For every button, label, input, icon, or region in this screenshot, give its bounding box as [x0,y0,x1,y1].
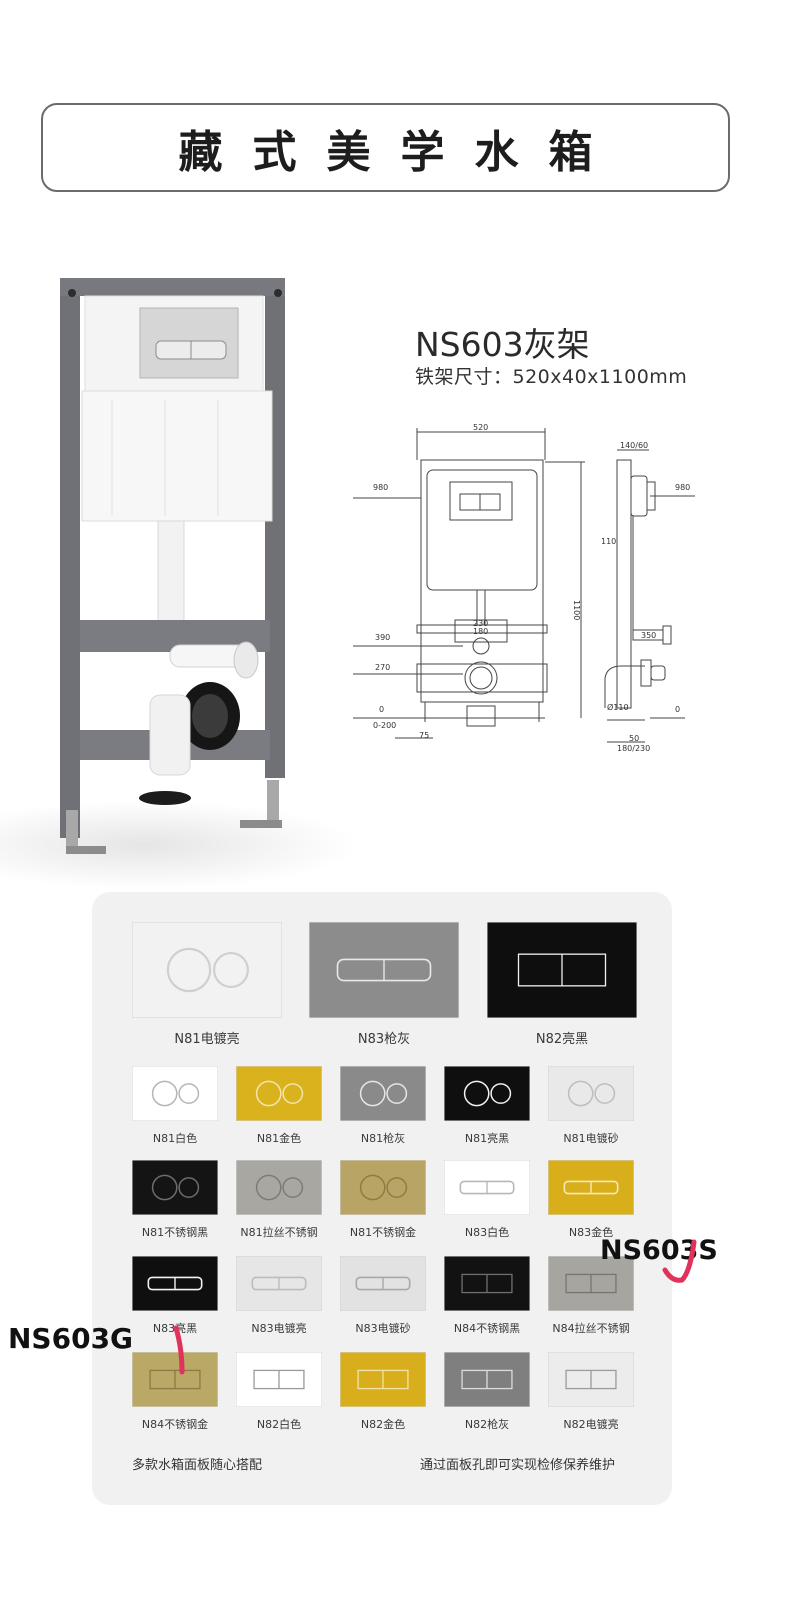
dim-width: 520 [473,423,488,432]
page-title: 藏式美学水箱 [178,126,623,178]
small-panel-swatch [339,1159,427,1216]
dim-height: 1100 [572,600,581,620]
large-panel-swatch [486,921,638,1019]
small-panel-label: N82白色 [256,1418,302,1431]
large-panel-swatch [308,921,460,1019]
panel-card: N81电镀亮 N83枪灰 N82亮黑 N81白色 N81金色 N81枪灰 N81亮黑 N81电… [92,892,672,1505]
dim-pipe: Ø110 [607,702,629,712]
small-panel-label: N81不锈钢金 [349,1226,417,1239]
dim-0-left: 0 [379,705,384,714]
check-mark-s [662,1239,697,1283]
small-panel-label: N83电镀亮 [251,1322,307,1335]
small-panel-swatch [235,1065,323,1122]
dim-depth: 140/60 [620,441,648,450]
dim-270: 270 [375,663,390,672]
dim-980-right: 980 [675,483,690,492]
small-panel-swatch [443,1065,531,1122]
model-name: NS603灰架 [415,325,590,364]
small-panel-swatch [547,1065,635,1122]
small-panel-swatch [131,1065,219,1122]
small-panel-swatch [547,1255,635,1312]
dim-180-230: 180/230 [617,744,650,753]
small-panel-swatch [443,1159,531,1216]
dim-75: 75 [419,731,429,740]
large-panel-label: N81电镀亮 [174,1032,240,1047]
check-mark-g [173,1325,185,1375]
dim-390: 390 [375,633,390,642]
small-panel-label: N82枪灰 [464,1418,510,1431]
small-panel-swatch [339,1065,427,1122]
small-panel-swatch [547,1159,635,1216]
small-panel-swatch [235,1351,323,1408]
small-panel-swatch [339,1255,427,1312]
dim-230: 230 [473,619,488,628]
small-panel-label: N81金色 [256,1132,302,1145]
small-panel-swatch [235,1255,323,1312]
small-panel-swatch [547,1351,635,1408]
small-panel-label: N81电镀砂 [563,1132,619,1145]
footer-left-note: 多款水箱面板随心搭配 [132,1458,263,1473]
dim-range: 0-200 [373,721,396,730]
dim-350: 350 [641,631,656,640]
small-panel-swatch [443,1351,531,1408]
small-panel-label: N81拉丝不锈钢 [240,1226,318,1239]
small-panel-label: N81枪灰 [360,1132,406,1145]
small-panel-label: N81亮黑 [464,1132,510,1145]
small-panel-swatch [339,1351,427,1408]
small-panel-swatch [235,1159,323,1216]
technical-drawing: 520 980 390 270 0 0-200 230 180 75 140/6… [353,423,695,753]
small-panel-label: N84不锈钢黑 [453,1322,521,1335]
dim-110: 110 [601,537,616,546]
handwritten-ns603s: NS603S [600,1235,718,1266]
small-panel-label: N83电镀砂 [355,1322,411,1335]
small-panel-swatch [131,1255,219,1312]
small-panel-label: N81白色 [152,1132,198,1145]
small-panel-label: N84不锈钢金 [141,1418,209,1431]
small-panel-swatch [131,1351,219,1408]
large-panel-label: N83枪灰 [357,1032,411,1047]
product-photo [60,278,285,854]
large-panel-label: N82亮黑 [535,1032,589,1047]
dim-0-right: 0 [675,705,680,714]
frame-size: 铁架尺寸：520x40x1100mm [415,366,688,388]
large-panel-swatch [131,921,283,1019]
small-panel-swatch [131,1159,219,1216]
footer-right-note: 通过面板孔即可实现检修保养维护 [420,1458,616,1473]
dim-980-left: 980 [373,483,388,492]
small-panel-label: N84拉丝不锈钢 [552,1322,630,1335]
dim-180: 180 [473,627,488,636]
small-panel-label: N82电镀亮 [563,1418,619,1431]
small-panel-label: N82金色 [360,1418,406,1431]
small-panel-label: N83白色 [464,1226,510,1239]
dim-50: 50 [629,734,639,743]
small-panel-label: N81不锈钢黑 [141,1226,209,1239]
title-box: 藏式美学水箱 [41,103,730,192]
handwritten-ns603g: NS603G [8,1322,134,1355]
small-panel-swatch [443,1255,531,1312]
small-panel-label: N83金色 [568,1226,614,1239]
